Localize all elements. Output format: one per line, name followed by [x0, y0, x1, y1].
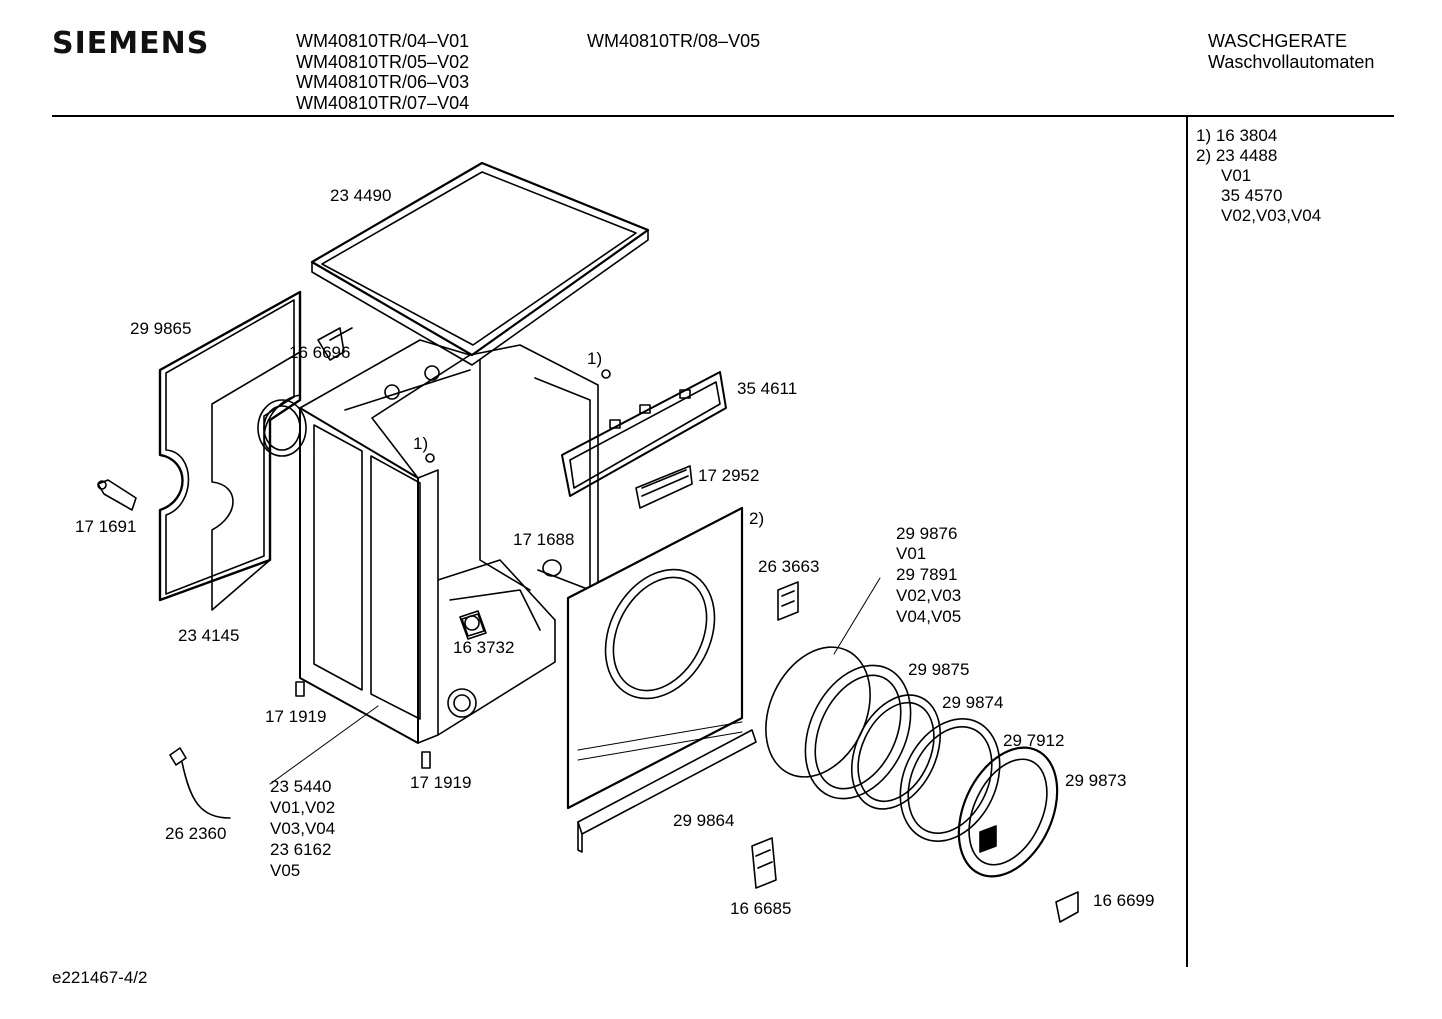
part-label: 26 3663	[758, 557, 819, 576]
part-label: 17 1688	[513, 530, 574, 549]
category-title: WASCHGERATE	[1208, 31, 1348, 51]
footnote-1: 1) 16 3804	[1196, 126, 1278, 145]
product-category: WASCHGERATE Waschvollautomaten	[1208, 31, 1374, 72]
part-label: 35 4611	[737, 379, 797, 398]
footnote-2-variant: V01	[1221, 166, 1252, 185]
leader-lines	[269, 577, 881, 785]
part-labels: 23 4490 29 9865 16 6696 1) 35 4611 1) 17…	[75, 186, 1154, 918]
variant-label: V05	[270, 861, 300, 880]
model-number: WM40810TR/06–V03	[296, 72, 470, 92]
part-label: 29 9873	[1065, 771, 1126, 790]
variant-label: V03,V04	[270, 819, 335, 838]
model-number: WM40810TR/05–V02	[296, 51, 470, 72]
part-label: 23 4490	[330, 186, 391, 205]
cabinet-drawing	[299, 339, 599, 744]
part-label: 16 3732	[453, 638, 514, 657]
part-label: 29 7891	[896, 565, 957, 584]
model-number: WM40810TR/07–V04	[296, 92, 470, 113]
part-label: 23 4145	[178, 626, 239, 645]
brand-logo: SIEMENS	[52, 26, 210, 61]
model-number: WM40810TR/04–V01	[296, 31, 470, 51]
part-label: 16 6699	[1093, 891, 1154, 910]
footnotes-panel: 1) 16 3804 2) 23 4488 V01 35 4570 V02,V0…	[1196, 126, 1321, 226]
notes-divider	[1186, 116, 1188, 967]
model-number: WM40810TR/08–V05	[587, 31, 761, 51]
door-assembly-drawing	[765, 646, 1059, 878]
part-label: 29 9876	[896, 524, 957, 543]
part-label: 17 1919	[410, 773, 471, 792]
part-label: 29 9874	[942, 693, 1003, 712]
variant-label: V02,V03	[896, 586, 961, 605]
part-label: 29 9864	[673, 811, 734, 830]
variant-label: V01,V02	[270, 798, 335, 817]
top-cover-drawing	[310, 161, 650, 366]
model-list-secondary: WM40810TR/08–V05	[587, 31, 760, 52]
header-divider	[52, 115, 1394, 117]
control-frame-drawing	[561, 371, 727, 509]
footnote-2-alt-part: 35 4570	[1221, 186, 1283, 205]
footnote-2-alt-variant: V02,V03,V04	[1221, 206, 1322, 225]
part-label: 17 2952	[698, 466, 759, 485]
rear-panel-drawing	[158, 290, 307, 611]
front-panel-drawing	[566, 506, 757, 853]
footnote-marker: 1)	[413, 434, 428, 453]
document-id: e221467-4/2	[52, 968, 148, 987]
part-label: 17 1919	[265, 707, 326, 726]
small-parts-drawing	[97, 327, 611, 769]
part-label: 23 6162	[270, 840, 331, 859]
part-label: 29 7912	[1003, 731, 1064, 750]
accessories-drawing	[169, 581, 1079, 923]
category-subtitle: Waschvollautomaten	[1208, 51, 1375, 72]
footnote-marker: 1)	[587, 349, 602, 368]
part-label: 26 2360	[165, 824, 226, 843]
part-label: 16 6685	[730, 899, 791, 918]
variant-label: V04,V05	[896, 607, 961, 626]
part-label: 16 6696	[289, 343, 350, 362]
part-label: 17 1691	[75, 517, 136, 536]
part-label: 23 5440	[270, 777, 331, 796]
footnote-2: 2) 23 4488	[1196, 146, 1278, 165]
part-label: 29 9865	[130, 319, 191, 338]
footnote-marker: 2)	[749, 509, 764, 528]
part-label: 29 9875	[908, 660, 969, 679]
model-list-primary: WM40810TR/04–V01 WM40810TR/05–V02 WM4081…	[296, 31, 469, 113]
variant-label: V01	[896, 544, 926, 563]
